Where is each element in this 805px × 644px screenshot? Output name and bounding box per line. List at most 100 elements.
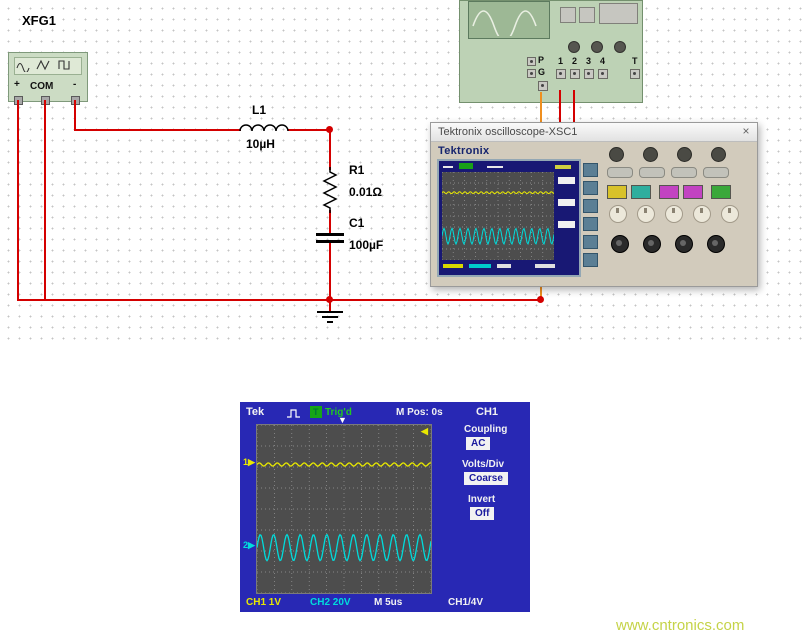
invert-value-button[interactable]: Off bbox=[470, 507, 495, 520]
channel-2-pad[interactable] bbox=[570, 69, 580, 79]
inductor-l1[interactable] bbox=[239, 121, 289, 133]
wire-segment bbox=[17, 100, 19, 300]
panel-knob[interactable] bbox=[677, 147, 692, 162]
oscilloscope-window[interactable]: Tektronix oscilloscope-XSC1 × Tektronix bbox=[430, 122, 758, 287]
trigger-level-marker-icon[interactable]: ◀ bbox=[421, 426, 428, 436]
wire-segment bbox=[329, 243, 331, 300]
mini-trigger-badge bbox=[459, 163, 473, 169]
panel-button-yellow[interactable] bbox=[607, 185, 627, 199]
wire-segment-ground-stem bbox=[329, 300, 331, 311]
instrument-button[interactable] bbox=[560, 7, 576, 23]
panel-button[interactable] bbox=[607, 167, 633, 178]
panel-knob[interactable] bbox=[711, 147, 726, 162]
invert-label: Invert bbox=[468, 494, 496, 505]
l1-ref-label: L1 bbox=[252, 103, 267, 117]
g-terminal-icon[interactable] bbox=[527, 69, 536, 78]
channel-1-marker[interactable]: 1▶ bbox=[243, 457, 255, 468]
mini-readout-dash bbox=[535, 264, 555, 268]
screen-menu-button[interactable] bbox=[583, 235, 598, 249]
mini-readout-dash bbox=[443, 166, 453, 168]
channel-4-pad[interactable] bbox=[598, 69, 608, 79]
tek-brand-label: Tek bbox=[246, 406, 265, 418]
scope-mini-screen bbox=[437, 159, 581, 277]
panel-button[interactable] bbox=[703, 167, 729, 178]
panel-button-magenta[interactable] bbox=[659, 185, 679, 199]
l1-value-label: 10µH bbox=[246, 137, 275, 151]
scope-display-expanded: Tek T Trig'd M Pos: 0s ▼ ◀ 1▶ 2▶ CH1 Cou… bbox=[240, 402, 530, 612]
trigger-t-badge: T bbox=[310, 406, 322, 418]
probe-pad[interactable] bbox=[538, 81, 548, 91]
wire-segment-ch1-probe bbox=[559, 90, 561, 140]
volts-div-value-button[interactable]: Coarse bbox=[464, 472, 508, 485]
tektronix-logo: Tektronix bbox=[438, 145, 490, 157]
mini-readout-dash bbox=[497, 264, 511, 268]
coupling-value-button[interactable]: AC bbox=[466, 437, 491, 450]
scope-side-menu: CH1 Coupling AC Volts/Div Coarse Invert … bbox=[434, 402, 530, 612]
close-icon[interactable]: × bbox=[742, 124, 750, 138]
screen-menu-button[interactable] bbox=[583, 163, 598, 177]
screen-menu-button[interactable] bbox=[583, 217, 598, 231]
panel-rotary-knob[interactable] bbox=[637, 205, 655, 223]
channel-1-label: 1 bbox=[558, 56, 564, 66]
channel-2-marker-number: 2 bbox=[243, 540, 249, 550]
instrument-button[interactable] bbox=[599, 3, 638, 24]
wire-junction-dot bbox=[326, 296, 333, 303]
r1-ref-label: R1 bbox=[349, 163, 365, 177]
wire-segment bbox=[288, 129, 332, 131]
panel-button[interactable] bbox=[639, 167, 665, 178]
channel-2-marker[interactable]: 2▶ bbox=[243, 540, 255, 551]
trigger-waveform-icon bbox=[287, 409, 300, 418]
window-title-bar[interactable]: Tektronix oscilloscope-XSC1 × bbox=[431, 123, 757, 142]
channel-1-pad[interactable] bbox=[556, 69, 566, 79]
trigger-position-marker-icon[interactable]: ▼ bbox=[338, 415, 347, 425]
mini-readout-dash bbox=[443, 264, 463, 268]
panel-button[interactable] bbox=[671, 167, 697, 178]
wire-junction-dot bbox=[537, 296, 544, 303]
mini-menu-box bbox=[558, 177, 575, 184]
bnc-connector[interactable] bbox=[643, 235, 661, 253]
xfg1-ref-label: XFG1 bbox=[22, 13, 56, 28]
bnc-connector[interactable] bbox=[675, 235, 693, 253]
panel-rotary-knob[interactable] bbox=[609, 205, 627, 223]
mini-menu-box bbox=[558, 199, 575, 206]
ground-symbol[interactable] bbox=[316, 310, 344, 325]
oscilloscope-instrument-icon[interactable]: P G 1 2 3 4 T bbox=[459, 0, 643, 103]
instrument-knob[interactable] bbox=[591, 41, 603, 53]
t-terminal-pad[interactable] bbox=[630, 69, 640, 79]
channel-1-marker-number: 1 bbox=[243, 457, 249, 467]
instrument-knob[interactable] bbox=[568, 41, 580, 53]
capacitor-c1-plate[interactable] bbox=[316, 240, 344, 243]
wire-segment bbox=[74, 100, 76, 131]
panel-rotary-knob[interactable] bbox=[665, 205, 683, 223]
panel-button-teal[interactable] bbox=[631, 185, 651, 199]
channel-2-label: 2 bbox=[572, 56, 578, 66]
wire-segment-top-rail bbox=[74, 129, 241, 131]
timebase-readout: M 5us bbox=[374, 597, 403, 608]
bnc-connector[interactable] bbox=[611, 235, 629, 253]
panel-knob[interactable] bbox=[643, 147, 658, 162]
wire-junction-dot bbox=[326, 126, 333, 133]
panel-button-magenta[interactable] bbox=[683, 185, 703, 199]
capacitor-c1-plate[interactable] bbox=[316, 233, 344, 236]
panel-button-green[interactable] bbox=[711, 185, 731, 199]
graticule-area bbox=[256, 424, 432, 594]
panel-knob[interactable] bbox=[609, 147, 624, 162]
p-terminal-icon[interactable] bbox=[527, 57, 536, 66]
wire-segment-ground-rail bbox=[17, 299, 542, 301]
t-terminal-label: T bbox=[632, 56, 638, 66]
resistor-r1[interactable] bbox=[321, 167, 339, 213]
instrument-button[interactable] bbox=[579, 7, 595, 23]
panel-rotary-knob[interactable] bbox=[721, 205, 739, 223]
function-generator-xfg1[interactable]: + COM - bbox=[8, 52, 88, 102]
screen-menu-button[interactable] bbox=[583, 199, 598, 213]
instrument-knob[interactable] bbox=[614, 41, 626, 53]
channel-3-pad[interactable] bbox=[584, 69, 594, 79]
screen-menu-button[interactable] bbox=[583, 181, 598, 195]
panel-rotary-knob[interactable] bbox=[693, 205, 711, 223]
screen-menu-button[interactable] bbox=[583, 253, 598, 267]
wire-segment bbox=[329, 210, 331, 236]
bnc-connector[interactable] bbox=[707, 235, 725, 253]
ch1-scale-readout: CH1 1V bbox=[246, 597, 282, 608]
xfg-plus-terminal-label: + bbox=[14, 79, 20, 90]
